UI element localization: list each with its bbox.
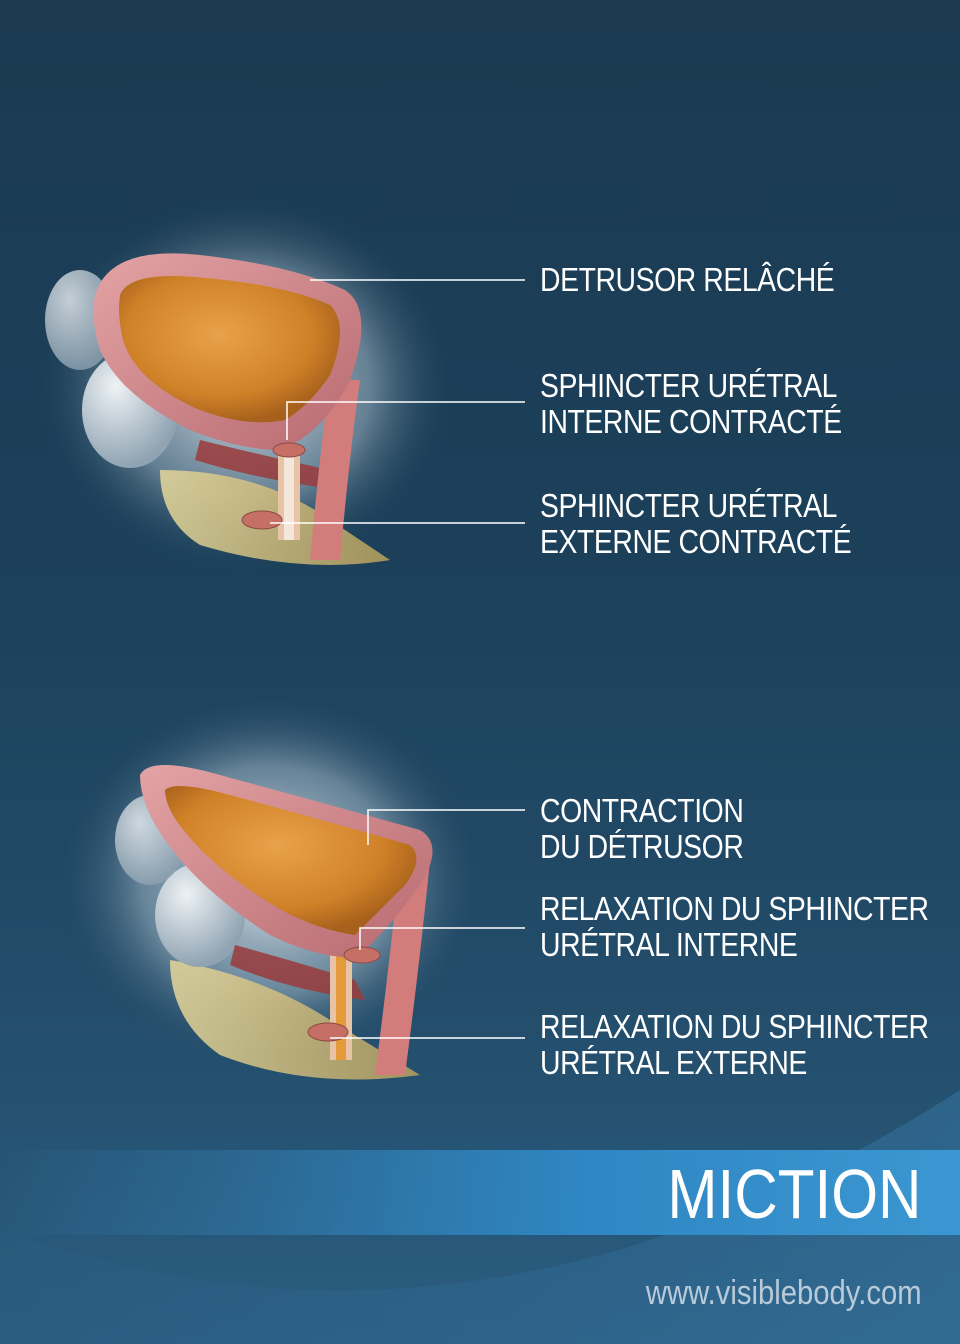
label-line: RELAXATION DU SPHINCTER (540, 891, 929, 927)
label-line: DU DÉTRUSOR (540, 829, 743, 865)
label-line: URÉTRAL EXTERNE (540, 1045, 929, 1081)
label-line: CONTRACTION (540, 793, 743, 829)
label-line: SPHINCTER URÉTRAL (540, 368, 842, 404)
label-line: SPHINCTER URÉTRAL (540, 488, 851, 524)
label-line: INTERNE CONTRACTÉ (540, 404, 842, 440)
label-line: RELAXATION DU SPHINCTER (540, 1009, 929, 1045)
bladder-illustration-contracted (55, 690, 485, 1080)
label-detrusor-contraction: CONTRACTION DU DÉTRUSOR (540, 793, 743, 865)
page-title: MICTION (668, 1158, 922, 1230)
label-internal-sphincter-relaxation: RELAXATION DU SPHINCTER URÉTRAL INTERNE (540, 891, 929, 963)
website-url: www.visiblebody.com (646, 1274, 922, 1312)
label-line: EXTERNE CONTRACTÉ (540, 524, 851, 560)
label-internal-sphincter-contracted: SPHINCTER URÉTRAL INTERNE CONTRACTÉ (540, 368, 842, 440)
label-line: URÉTRAL INTERNE (540, 927, 929, 963)
bladder-illustration-relaxed (35, 195, 455, 575)
label-detrusor-relaxed: DETRUSOR RELÂCHÉ (540, 262, 834, 298)
label-external-sphincter-contracted: SPHINCTER URÉTRAL EXTERNE CONTRACTÉ (540, 488, 851, 560)
label-detrusor-relaxed-text: DETRUSOR RELÂCHÉ (540, 262, 834, 298)
label-external-sphincter-relaxation: RELAXATION DU SPHINCTER URÉTRAL EXTERNE (540, 1009, 929, 1081)
